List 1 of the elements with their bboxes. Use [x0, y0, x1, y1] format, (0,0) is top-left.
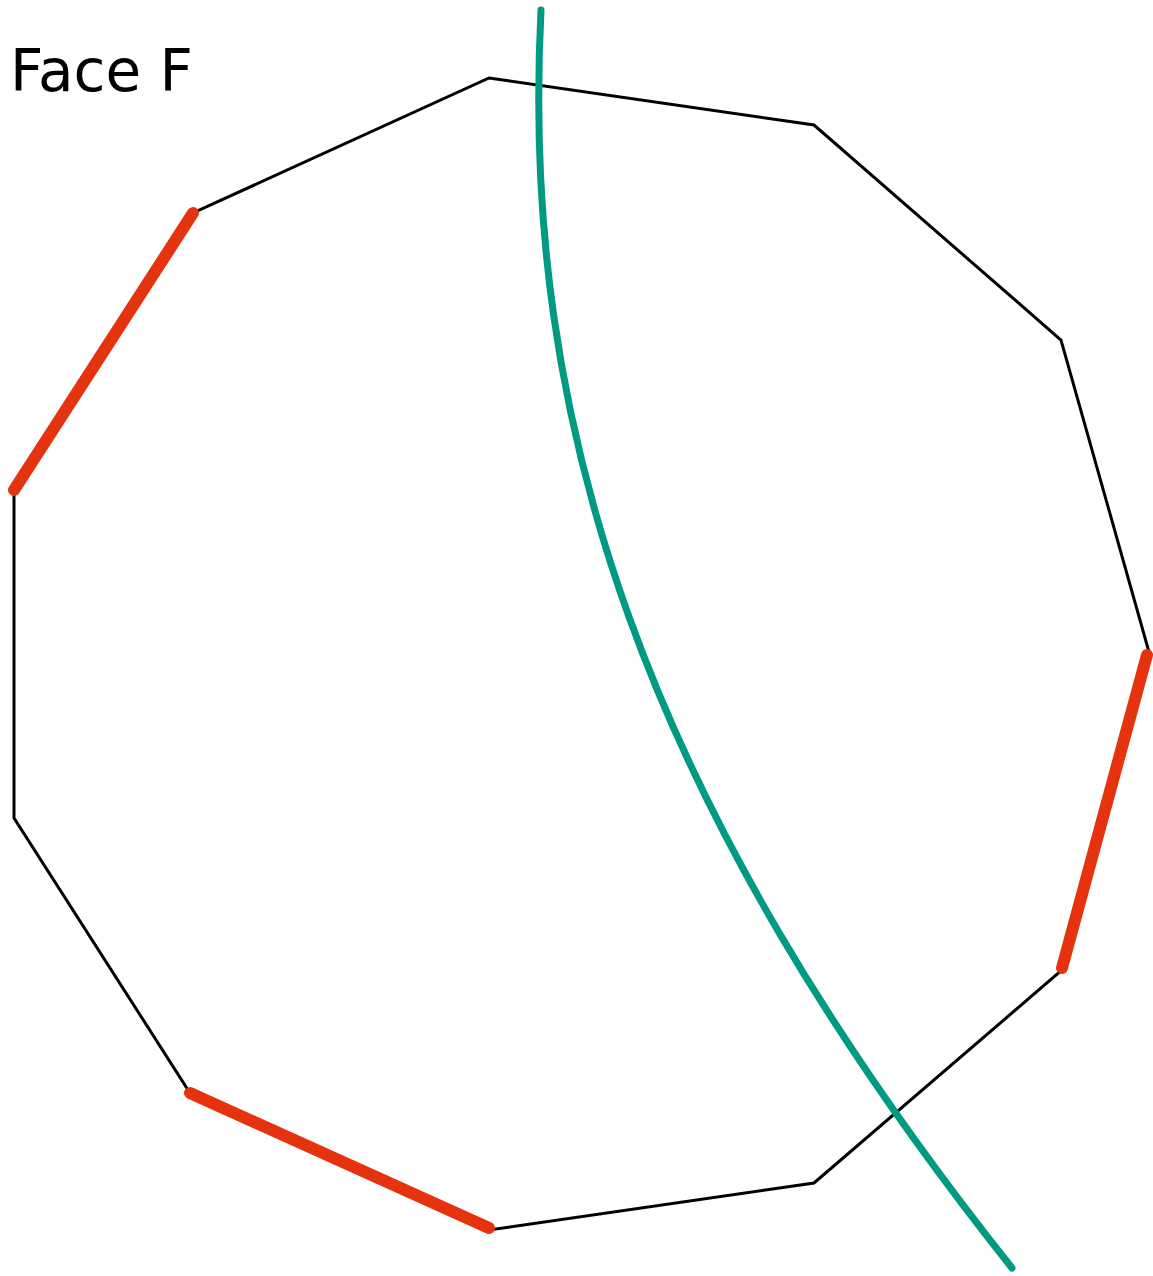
face-label: Face F [10, 40, 193, 104]
